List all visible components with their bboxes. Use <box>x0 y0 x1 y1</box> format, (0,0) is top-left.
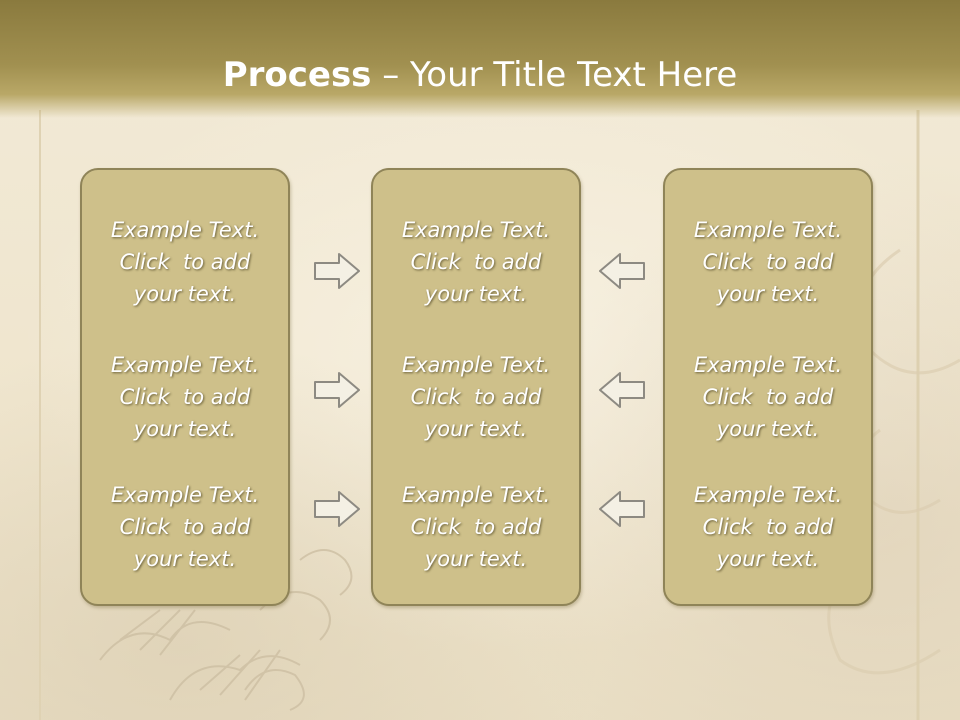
text-item[interactable]: Example Text. Click to add your text. <box>373 214 579 310</box>
text-line: Click to add <box>410 515 542 539</box>
text-line: your text. <box>424 417 528 441</box>
fan-cloud-motif <box>99 549 353 711</box>
right-arrow-icon[interactable] <box>313 490 361 528</box>
text-line: Example Text. <box>401 483 551 507</box>
text-line: your text. <box>133 282 237 306</box>
text-line: your text. <box>133 417 237 441</box>
text-line: Example Text. <box>401 353 551 377</box>
text-box-left[interactable]: Example Text. Click to add your text. Ex… <box>80 168 290 606</box>
text-item[interactable]: Example Text. Click to add your text. <box>373 349 579 445</box>
text-line: your text. <box>424 547 528 571</box>
text-box-center[interactable]: Example Text. Click to add your text. Ex… <box>371 168 581 606</box>
text-line: Example Text. <box>693 483 843 507</box>
text-line: Click to add <box>702 515 834 539</box>
text-box-right[interactable]: Example Text. Click to add your text. Ex… <box>663 168 873 606</box>
text-line: Click to add <box>702 385 834 409</box>
text-item[interactable]: Example Text. Click to add your text. <box>665 479 871 575</box>
text-line: Click to add <box>119 515 251 539</box>
right-arrow-icon[interactable] <box>313 252 361 290</box>
text-item[interactable]: Example Text. Click to add your text. <box>82 214 288 310</box>
text-line: your text. <box>716 547 820 571</box>
slide-title[interactable]: Process – Your Title Text Here <box>0 52 960 98</box>
text-line: Example Text. <box>401 218 551 242</box>
text-line: Click to add <box>119 385 251 409</box>
text-line: Click to add <box>119 250 251 274</box>
text-item[interactable]: Example Text. Click to add your text. <box>665 214 871 310</box>
right-arrow-icon[interactable] <box>313 371 361 409</box>
text-line: Example Text. <box>110 218 260 242</box>
title-bold: Process <box>222 55 372 95</box>
text-line: Example Text. <box>693 218 843 242</box>
text-line: your text. <box>716 417 820 441</box>
text-line: Example Text. <box>110 353 260 377</box>
text-line: Click to add <box>702 250 834 274</box>
text-line: your text. <box>133 547 237 571</box>
text-item[interactable]: Example Text. Click to add your text. <box>82 479 288 575</box>
text-line: Example Text. <box>693 353 843 377</box>
text-item[interactable]: Example Text. Click to add your text. <box>665 349 871 445</box>
left-arrow-icon[interactable] <box>598 490 646 528</box>
title-band <box>0 0 960 118</box>
text-line: your text. <box>424 282 528 306</box>
text-line: Click to add <box>410 250 542 274</box>
title-rest: – Your Title Text Here <box>371 55 738 95</box>
text-item[interactable]: Example Text. Click to add your text. <box>82 349 288 445</box>
left-arrow-icon[interactable] <box>598 252 646 290</box>
text-line: your text. <box>716 282 820 306</box>
text-line: Example Text. <box>110 483 260 507</box>
left-arrow-icon[interactable] <box>598 371 646 409</box>
text-item[interactable]: Example Text. Click to add your text. <box>373 479 579 575</box>
text-line: Click to add <box>410 385 542 409</box>
